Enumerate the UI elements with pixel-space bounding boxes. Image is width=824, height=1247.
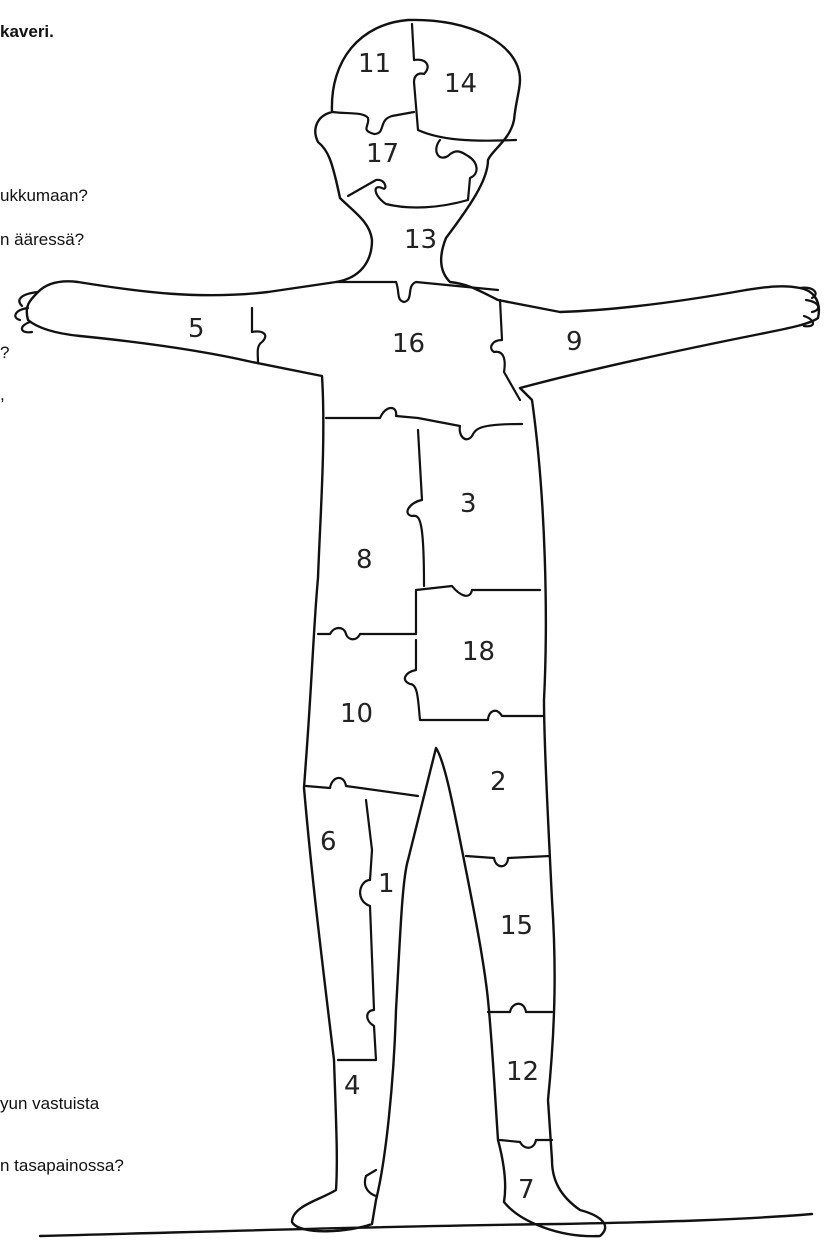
piece-number-9: 9 xyxy=(566,327,583,357)
piece-number-15: 15 xyxy=(500,911,533,941)
piece-number-13: 13 xyxy=(404,225,437,255)
seam-torso-vertical xyxy=(407,430,424,586)
ground-line xyxy=(40,1214,812,1236)
piece-number-1: 1 xyxy=(378,869,395,899)
piece-number-11: 11 xyxy=(358,49,391,79)
piece-number-7: 7 xyxy=(518,1175,535,1205)
seam-neck-chest xyxy=(336,282,498,302)
piece-number-10: 10 xyxy=(340,699,373,729)
piece-number-4: 4 xyxy=(344,1071,361,1101)
piece-number-16: 16 xyxy=(392,329,425,359)
piece-number-3: 3 xyxy=(460,489,477,519)
seam-torso-hip xyxy=(318,586,540,639)
piece-number-12: 12 xyxy=(506,1057,539,1087)
piece-number-2: 2 xyxy=(490,767,507,797)
piece-number-18: 18 xyxy=(462,637,495,667)
piece-number-17: 17 xyxy=(366,139,399,169)
seam-chest-torso xyxy=(326,408,522,439)
piece-number-5: 5 xyxy=(188,314,205,344)
seam-arms xyxy=(252,300,520,400)
piece-number-6: 6 xyxy=(320,827,337,857)
body-outline xyxy=(27,20,819,1236)
piece-number-8: 8 xyxy=(356,545,373,575)
piece-number-14: 14 xyxy=(444,69,477,99)
seam-knees xyxy=(365,856,552,1196)
